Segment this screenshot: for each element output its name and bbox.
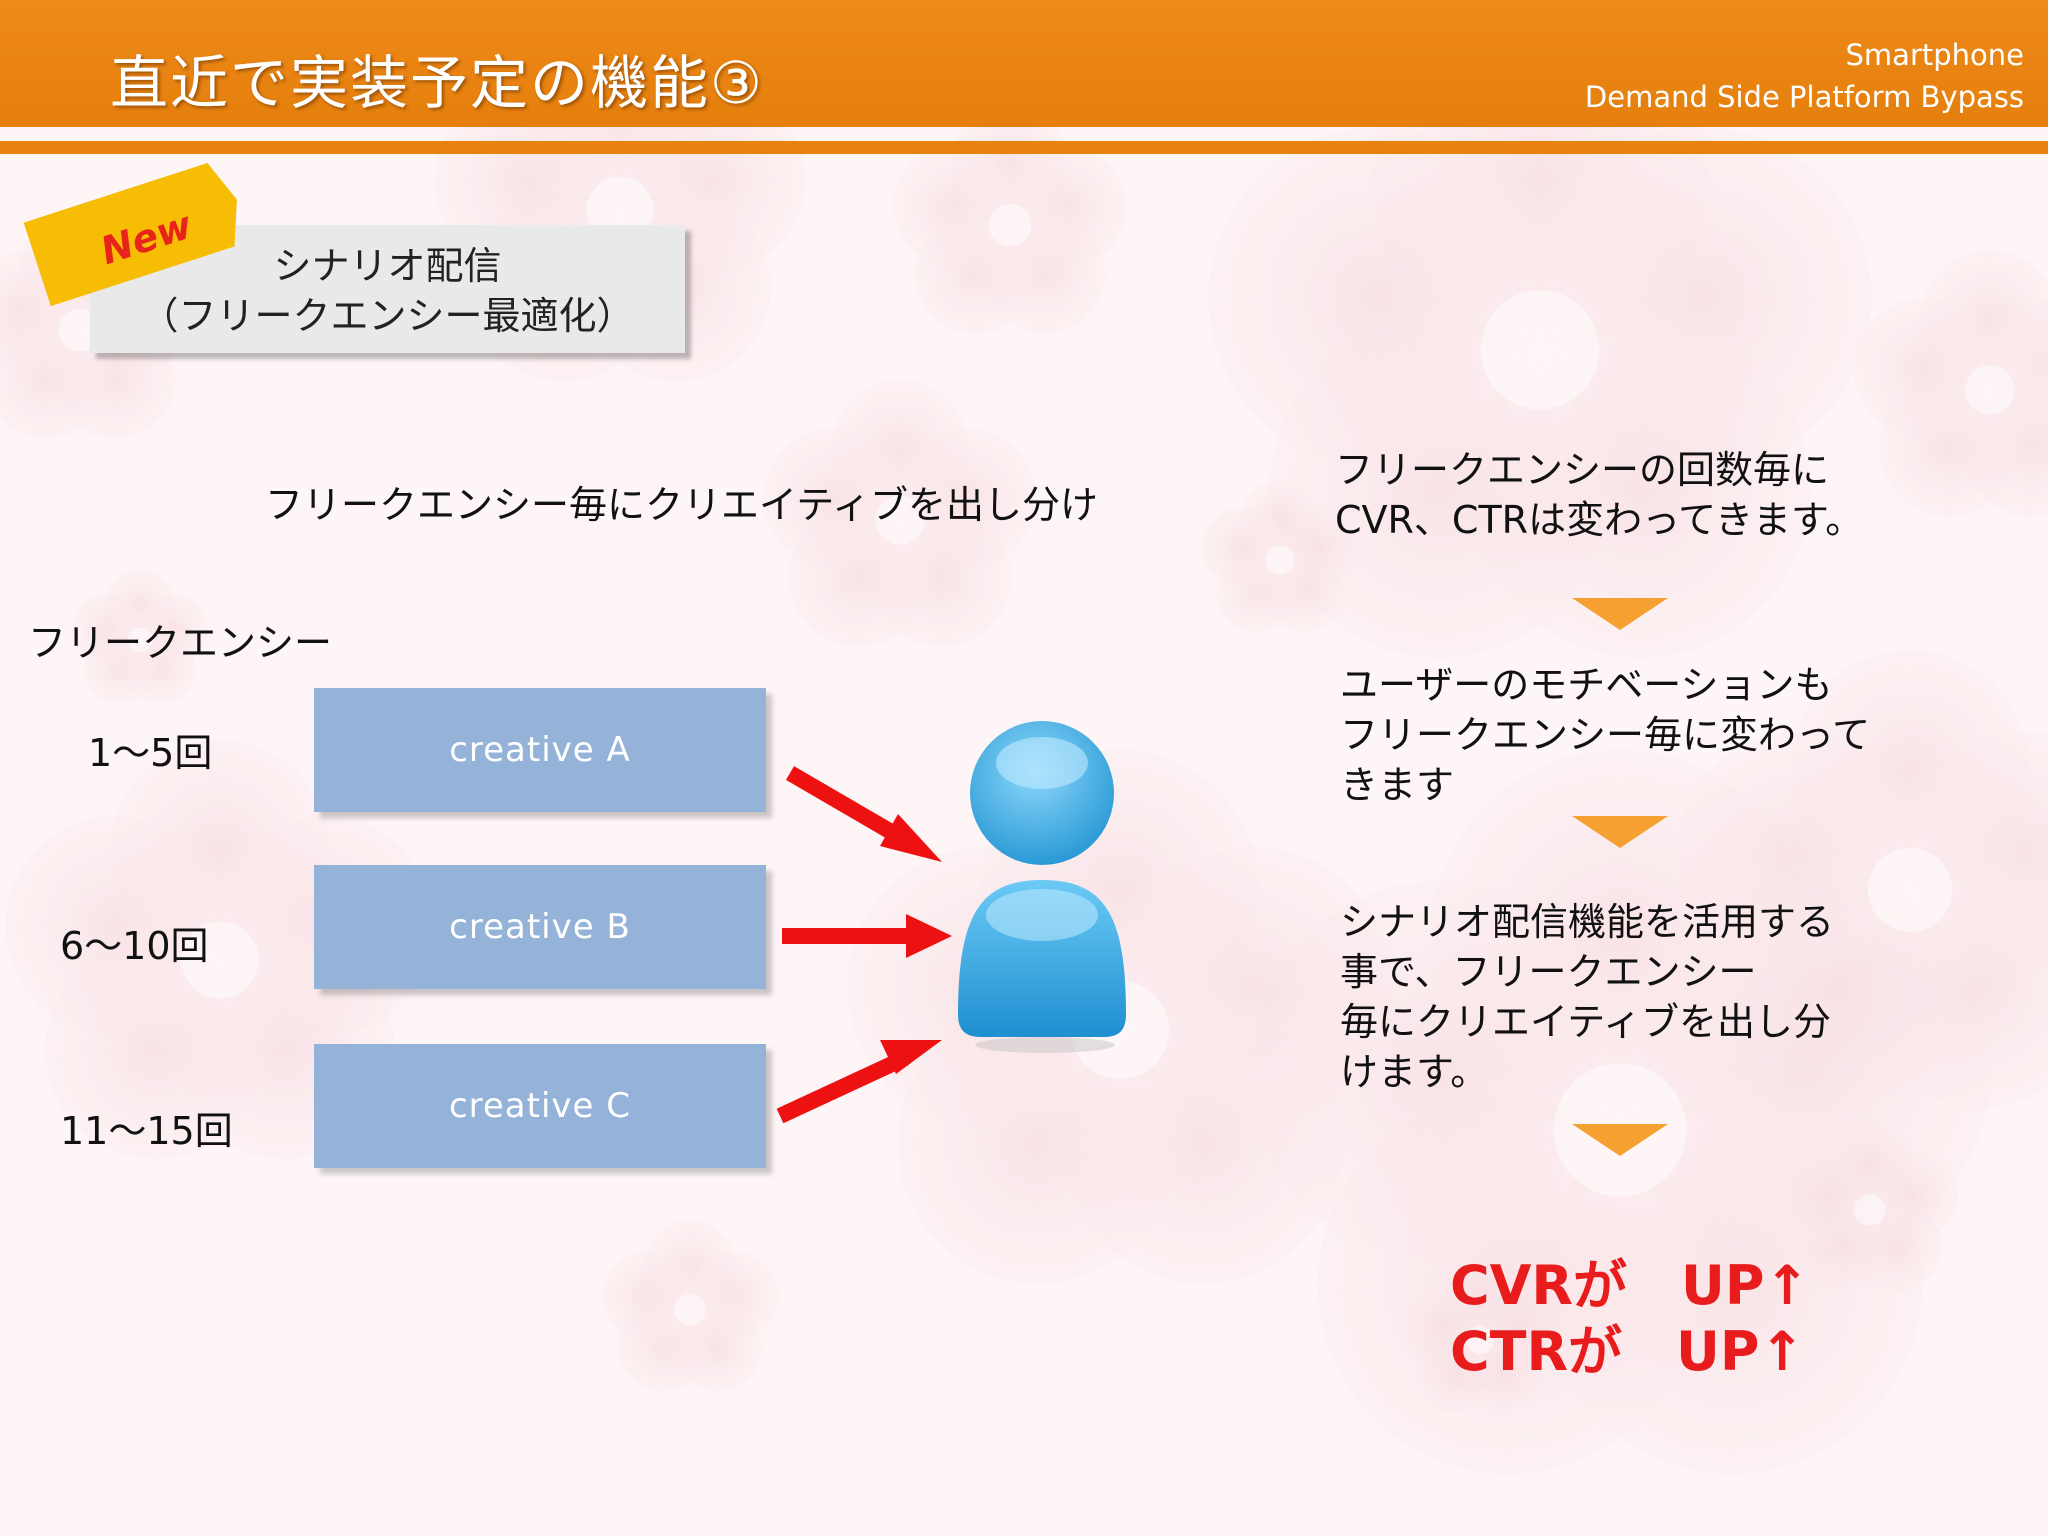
feature-tag-line-2: （フリークエンシー最適化） <box>140 294 635 338</box>
step-1-line-2: CVR、CTRは変わってきます。 <box>1335 498 1864 542</box>
range-label-3: 11～15回 <box>60 1109 233 1153</box>
frequency-label: フリークエンシー <box>28 621 333 665</box>
feature-tag-text: シナリオ配信 （フリークエンシー最適化） <box>90 241 685 341</box>
header-divider <box>0 141 2048 154</box>
range-label-2: 6～10回 <box>60 924 209 968</box>
down-arrow-2 <box>1572 816 1668 848</box>
feature-tag-line-1: シナリオ配信 <box>273 244 502 288</box>
brand-line-1: Smartphone <box>1845 38 2024 72</box>
brand-text: Smartphone Demand Side Platform Bypass <box>1585 34 2024 118</box>
range-label-1: 1～5回 <box>88 731 213 775</box>
step-3-line-1: シナリオ配信機能を活用する <box>1340 900 1835 944</box>
step-2-line-3: きます <box>1340 763 1455 807</box>
step-3-line-2: 事で、フリークエンシー <box>1340 950 1757 994</box>
brand-line-2: Demand Side Platform Bypass <box>1584 80 2024 114</box>
down-arrow-1 <box>1572 598 1668 630</box>
creative-box-c: creative C <box>314 1044 766 1168</box>
header-bar <box>0 0 2048 127</box>
step-3-line-3: 毎にクリエイティブを出し分 <box>1340 1000 1831 1044</box>
creative-box-b: creative B <box>314 865 766 989</box>
step-1-line-1: フリークエンシーの回数毎に <box>1335 448 1830 492</box>
step-3-text: シナリオ配信機能を活用する 事で、フリークエンシー 毎にクリエイティブを出し分 … <box>1340 897 1834 1097</box>
page-title: 直近で実装予定の機能③ <box>110 49 764 117</box>
result-line-cvr: CVRが UP↑ <box>1450 1254 1810 1317</box>
diagram-subtitle: フリークエンシー毎にクリエイティブを出し分け <box>265 483 1098 527</box>
step-2-line-2: フリークエンシー毎に変わって <box>1340 713 1871 757</box>
result-text: CVRが UP↑ CTRが UP↑ <box>1450 1253 1810 1385</box>
step-3-line-4: けます。 <box>1340 1050 1489 1094</box>
user-icon <box>958 721 1126 1053</box>
creative-box-a: creative A <box>314 688 766 812</box>
step-1-text: フリークエンシーの回数毎に CVR、CTRは変わってきます。 <box>1335 445 1863 545</box>
step-2-text: ユーザーのモチベーションも フリークエンシー毎に変わって きます <box>1340 660 1870 810</box>
down-arrow-3 <box>1572 1124 1668 1156</box>
result-line-ctr: CTRが UP↑ <box>1450 1320 1805 1383</box>
step-2-line-1: ユーザーのモチベーションも <box>1340 663 1833 707</box>
